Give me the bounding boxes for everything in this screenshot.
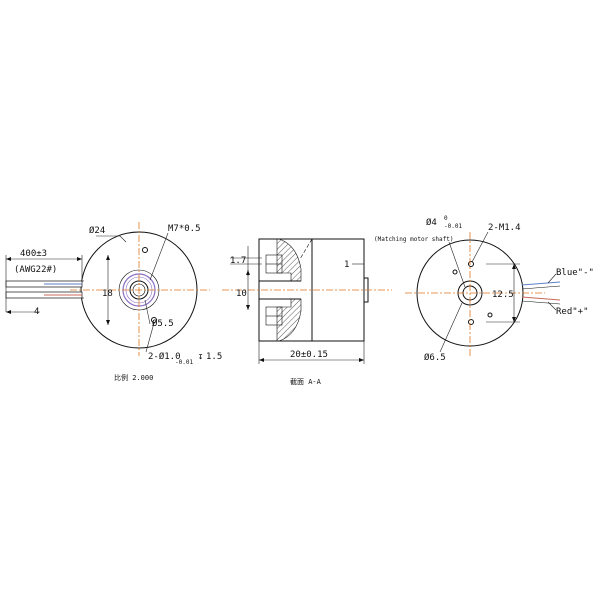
right-wires bbox=[521, 281, 561, 305]
spacing-label: 12.5 bbox=[492, 290, 514, 300]
terminal-lower bbox=[487, 312, 493, 318]
holes-tol-label: -0.01 bbox=[175, 359, 193, 366]
boss-label: Ø6.5 bbox=[424, 352, 446, 363]
section-caption: 截面 A-A bbox=[290, 377, 322, 386]
wire-gauge-label: (AWG22#) bbox=[14, 265, 57, 275]
dia24-leader bbox=[119, 235, 127, 243]
blue-leader bbox=[547, 273, 557, 284]
red-wire-label: Red"+" bbox=[556, 307, 589, 317]
length-label: 20±0.15 bbox=[290, 350, 328, 360]
dim1-label: 1 bbox=[344, 260, 349, 270]
section-view: 1.7 10 1 20±0.15 截面 A-A bbox=[222, 238, 392, 386]
wire-dim-arrow bbox=[6, 310, 11, 314]
holes-leader bbox=[145, 322, 155, 353]
boss-leader bbox=[439, 302, 463, 353]
dim17-label: 1.7 bbox=[230, 256, 246, 266]
bore-label: Ø5.5 bbox=[152, 318, 174, 329]
right-view: Ø4 0 -0.01 (Matching motor shaft) 2-M1.4… bbox=[374, 215, 594, 363]
height-label: 18 bbox=[102, 289, 113, 299]
red-leader bbox=[547, 301, 557, 311]
lower-screw-hole bbox=[468, 319, 474, 325]
hatch-upper bbox=[259, 238, 302, 282]
top-hole bbox=[142, 247, 148, 253]
lead-length-label: 400±3 bbox=[20, 249, 47, 259]
left-view: 400±3 (AWG22#) 4 Ø24 M7*0.5 18 Ø5.5 2-Ø1… bbox=[5, 222, 222, 382]
hidden-line-top bbox=[299, 238, 313, 260]
bore-leader bbox=[144, 299, 151, 325]
hole-dia-label: Ø4 bbox=[426, 217, 437, 228]
dia24-label: Ø24 bbox=[89, 225, 105, 236]
hole-tol-top: 0 bbox=[444, 215, 448, 222]
bottom-hole bbox=[151, 317, 157, 323]
screw-leader bbox=[471, 231, 489, 263]
thread-label: M7*0.5 bbox=[168, 224, 201, 234]
holes-depth-label: 1.5 bbox=[206, 352, 222, 362]
screw-label: 2-M1.4 bbox=[488, 223, 521, 233]
blue-wire-label: Blue"-" bbox=[556, 268, 594, 278]
thread-leader bbox=[149, 232, 169, 281]
depth-symbol: ↧ bbox=[198, 352, 203, 362]
hatch-lower bbox=[259, 298, 302, 342]
upper-screw-hole bbox=[468, 261, 474, 267]
dim10-label: 10 bbox=[236, 289, 247, 299]
wire-dim-label: 4 bbox=[34, 307, 39, 317]
holes-label: 2-Ø1.0 bbox=[148, 351, 181, 362]
shaft-note: (Matching motor shaft) bbox=[374, 236, 453, 243]
hole-tol-bottom: -0.01 bbox=[444, 223, 462, 230]
terminal-upper bbox=[452, 269, 458, 275]
hole-dia-leader bbox=[448, 241, 466, 288]
left-wires bbox=[5, 280, 84, 299]
scale-label: 比例 2.000 bbox=[114, 373, 153, 382]
